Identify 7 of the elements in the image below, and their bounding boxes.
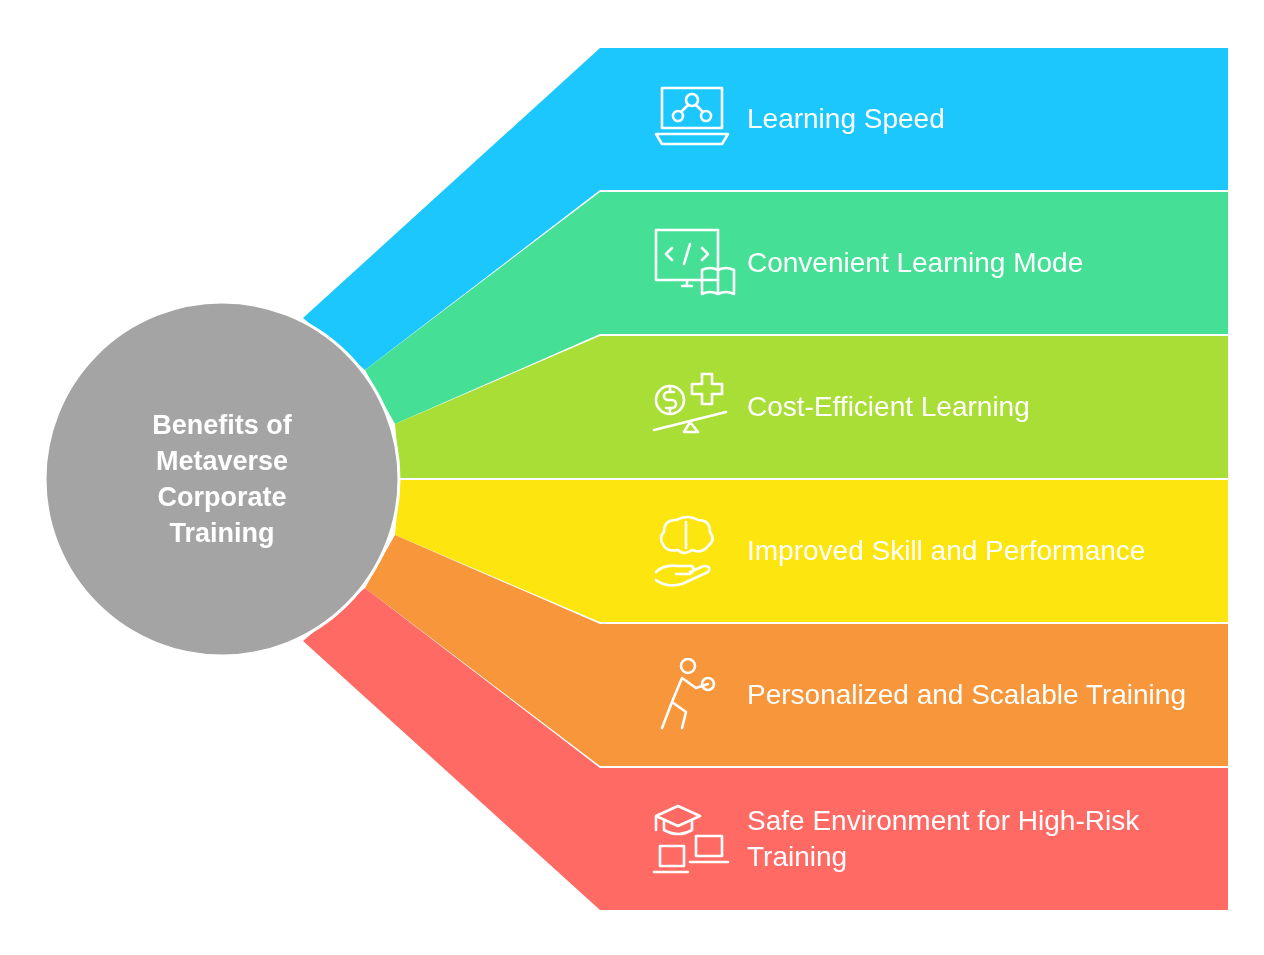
band-label: Cost-Efficient Learning — [747, 390, 1031, 424]
band-label: Improved Skill and Performance — [747, 534, 1147, 568]
hub-title: Benefits of Metaverse Corporate Training — [151, 409, 293, 550]
band-label: Safe Environment for High-Risk Training — [747, 804, 1141, 874]
band-label: Personalized and Scalable Training — [747, 678, 1187, 712]
band-label: Learning Speed — [747, 102, 946, 136]
band-label: Convenient Learning Mode — [747, 246, 1085, 280]
